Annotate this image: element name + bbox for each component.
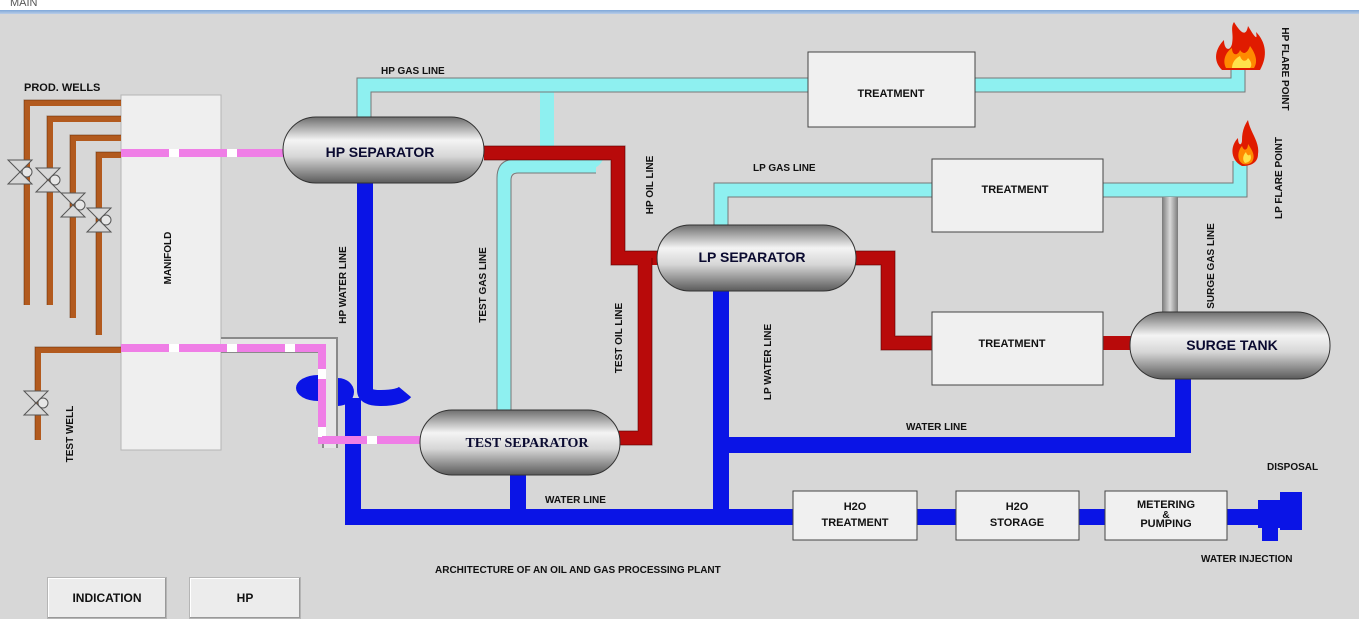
lp-separator[interactable]: LP SEPARATOR xyxy=(656,224,857,292)
surge-tank-label: SURGE TANK xyxy=(1186,337,1278,353)
surge-tank[interactable]: SURGE TANK xyxy=(1129,311,1331,380)
indication-button[interactable]: INDICATION xyxy=(47,577,167,619)
treatment-oil-label: TREATMENT xyxy=(978,338,1045,350)
valve-icon[interactable] xyxy=(59,192,87,218)
treatment-hp-label: TREATMENT xyxy=(857,88,924,100)
hp-oil-line-label: HP OIL LINE xyxy=(645,155,656,214)
hp-separator[interactable]: HP SEPARATOR xyxy=(282,116,485,184)
lp-flare-point-label: LP FLARE POINT xyxy=(1274,137,1285,219)
prod-wells-label: PROD. WELLS xyxy=(24,82,100,94)
valve-icon[interactable] xyxy=(85,207,113,233)
water-line-right-label: WATER LINE xyxy=(906,422,967,433)
lp-water-line-label: LP WATER LINE xyxy=(763,324,774,401)
metering-line1: METERING xyxy=(1137,499,1195,511)
h2o-storage-box[interactable]: H2O STORAGE xyxy=(955,490,1080,541)
h2o-treatment-line1: H2O xyxy=(844,501,867,513)
metering-line2: & xyxy=(1162,510,1169,521)
test-well-label: TEST WELL xyxy=(65,406,76,463)
test-oil-line-label: TEST OIL LINE xyxy=(614,302,625,373)
metering-line3: PUMPING xyxy=(1140,518,1191,530)
test-gas-line xyxy=(497,159,596,410)
water-line-bottom-label: WATER LINE xyxy=(545,495,606,506)
treatment-oil-box[interactable]: TREATMENT xyxy=(931,311,1104,386)
oil-lines xyxy=(484,146,1133,445)
h2o-treatment-line2: TREATMENT xyxy=(821,517,888,529)
hp-water-line-label: HP WATER LINE xyxy=(338,246,349,324)
hp-button[interactable]: HP xyxy=(189,577,301,619)
diagram-title: ARCHITECTURE OF AN OIL AND GAS PROCESSIN… xyxy=(435,565,721,576)
hp-flare-point-label: HP FLARE POINT xyxy=(1279,27,1290,110)
hp-separator-label: HP SEPARATOR xyxy=(326,144,435,160)
test-gas-line-label: TEST GAS LINE xyxy=(478,247,489,323)
flame-icon xyxy=(1216,22,1265,70)
title-bar xyxy=(0,0,1359,10)
lp-gas-line xyxy=(714,161,1247,226)
treatment-lp-gas-label: TREATMENT xyxy=(981,184,1048,196)
disposal-label: DISPOSAL xyxy=(1267,462,1318,473)
h2o-storage-line1: H2O xyxy=(1006,501,1029,513)
treatment-hp-box[interactable]: TREATMENT xyxy=(807,51,976,128)
surge-gas-line xyxy=(1162,197,1178,315)
h2o-treatment-box[interactable]: H2O TREATMENT xyxy=(792,490,918,541)
water-injection-label: WATER INJECTION xyxy=(1201,554,1292,565)
lp-gas-line-label: LP GAS LINE xyxy=(753,163,816,174)
metering-pumping-box[interactable]: METERING & PUMPING xyxy=(1104,490,1228,541)
window-title: MAIN xyxy=(10,0,38,9)
valve-icon[interactable] xyxy=(22,390,50,416)
hp-gas-line xyxy=(357,47,1245,169)
hp-gas-line-label: HP GAS LINE xyxy=(381,66,445,77)
treatment-lp-gas-box[interactable]: TREATMENT xyxy=(931,158,1104,233)
surge-gas-line-label: SURGE GAS LINE xyxy=(1206,223,1217,309)
product-flow-lines xyxy=(121,149,420,448)
title-stripe xyxy=(0,10,1359,14)
prod-well-pipes xyxy=(24,100,121,440)
valve-icon[interactable] xyxy=(34,167,62,193)
h2o-storage-line2: STORAGE xyxy=(990,517,1044,529)
lp-separator-label: LP SEPARATOR xyxy=(698,249,805,265)
flame-icon xyxy=(1232,120,1259,166)
manifold-label: MANIFOLD xyxy=(163,232,174,285)
test-separator-label: TEST SEPARATOR xyxy=(465,436,589,451)
test-separator[interactable]: TEST SEPARATOR xyxy=(419,409,621,476)
valve-icon[interactable] xyxy=(6,159,34,185)
